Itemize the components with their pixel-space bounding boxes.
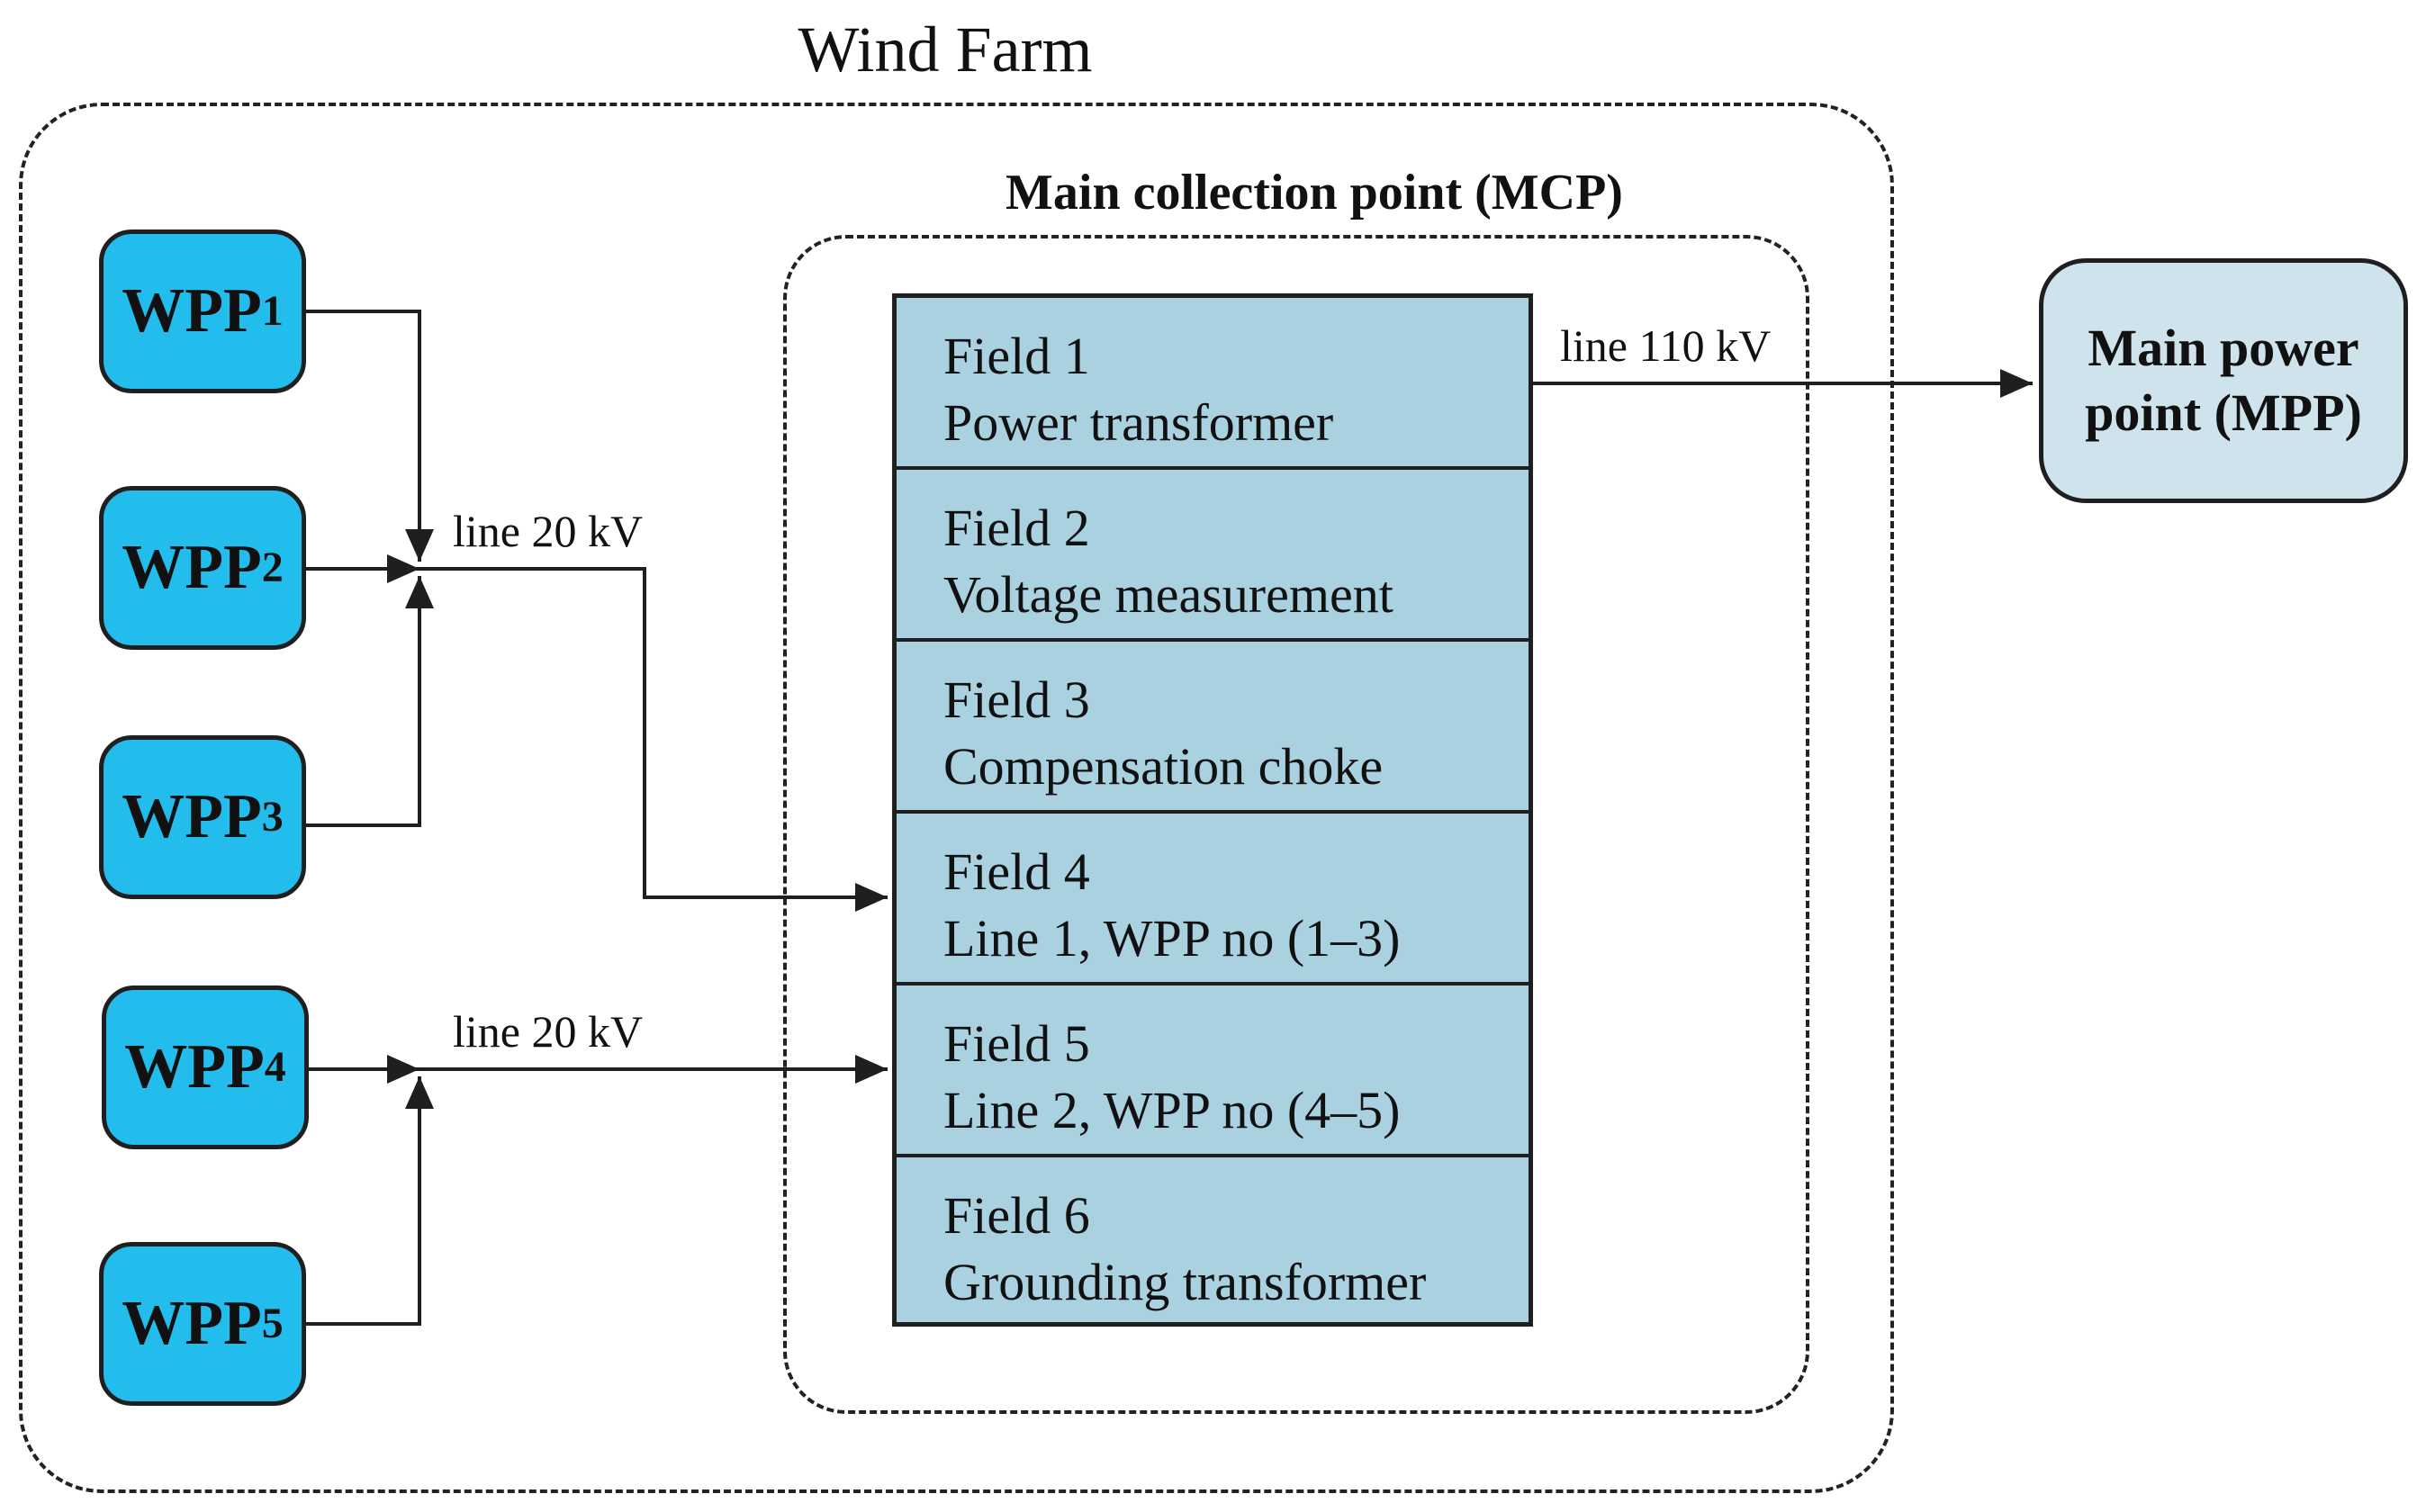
field-6: Field 6 Grounding transformer: [897, 1157, 1529, 1329]
wpp-2-name: WPP: [122, 533, 262, 602]
field-6-desc: Grounding transformer: [943, 1253, 1427, 1311]
field-3: Field 3 Compensation choke: [897, 642, 1529, 814]
field-2-name: Field 2: [943, 499, 1090, 557]
wpp-3-name: WPP: [122, 782, 262, 851]
mcp-title: Main collection point (MCP): [1006, 165, 1623, 220]
mpp-label: Main power point (MPP): [2085, 316, 2362, 446]
wpp-5-name: WPP: [122, 1289, 262, 1358]
wpp-4-name: WPP: [124, 1032, 265, 1102]
field-4-name: Field 4: [943, 842, 1090, 901]
field-2: Field 2 Voltage measurement: [897, 470, 1529, 642]
mcp-fields-stack: Field 1 Power transformer Field 2 Voltage …: [892, 293, 1533, 1327]
field-1-desc: Power transformer: [943, 393, 1334, 452]
field-2-desc: Voltage measurement: [943, 565, 1393, 624]
field-3-name: Field 3: [943, 670, 1090, 729]
mpp-label-line1: Main power: [2088, 319, 2359, 377]
wpp-1-name: WPP: [122, 276, 262, 346]
field-1-name: Field 1: [943, 327, 1090, 385]
field-5-name: Field 5: [943, 1014, 1090, 1073]
line-1-label: line 20 kV: [453, 506, 644, 556]
field-5-desc: Line 2, WPP no (4–5): [943, 1081, 1401, 1139]
line-110kv-label: line 110 kV: [1560, 320, 1772, 371]
wire-line1-to-field4: [419, 567, 888, 912]
line-2-label: line 20 kV: [453, 1006, 644, 1057]
mcp-boundary: [783, 235, 1809, 1414]
field-4: Field 4 Line 1, WPP no (1–3): [897, 814, 1529, 986]
wire-wpp5: [306, 1076, 434, 1326]
field-1: Field 1 Power transformer: [897, 298, 1529, 470]
wire-wpp1: [306, 310, 434, 562]
mpp-label-line2: point (MPP): [2085, 383, 2362, 442]
wind-farm-boundary: [19, 103, 1894, 1493]
wire-wpp3: [306, 576, 434, 827]
field-4-desc: Line 1, WPP no (1–3): [943, 909, 1401, 968]
field-6-name: Field 6: [943, 1186, 1090, 1245]
wind-farm-title: Wind Farm: [798, 14, 1093, 86]
field-5: Field 5 Line 2, WPP no (4–5): [897, 986, 1529, 1157]
main-power-point-node: Main power point (MPP): [2039, 258, 2408, 503]
field-3-desc: Compensation choke: [943, 737, 1384, 796]
